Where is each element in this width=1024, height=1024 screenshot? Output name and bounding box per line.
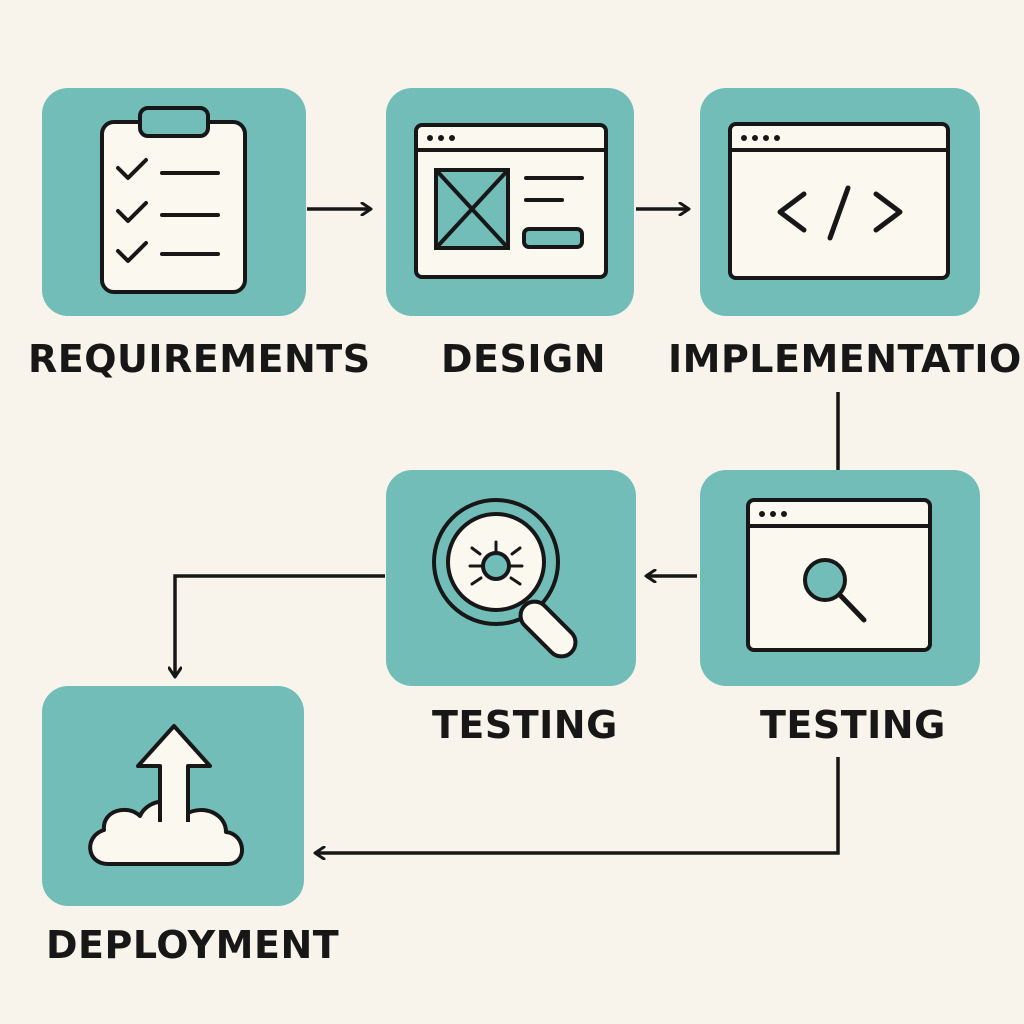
step-card-testing-browser bbox=[700, 470, 980, 686]
browser-search-icon bbox=[746, 498, 932, 652]
step-card-testing-bug bbox=[386, 470, 636, 686]
wireframe-window-icon bbox=[414, 123, 608, 279]
clipboard-checklist-icon bbox=[100, 106, 247, 294]
step-card-requirements bbox=[42, 88, 306, 316]
step-card-design bbox=[386, 88, 634, 316]
step-card-deployment bbox=[42, 686, 304, 906]
step-label-deployment: DEPLOYMENT bbox=[46, 923, 340, 967]
code-window-icon bbox=[728, 122, 950, 280]
arrow-testing-to-deployment bbox=[175, 574, 385, 676]
bug-magnifier-icon bbox=[432, 498, 578, 659]
step-label-testing-right: TESTING bbox=[760, 703, 946, 747]
cloud-upload-icon bbox=[88, 724, 244, 866]
arrow-loop-to-deployment bbox=[316, 757, 840, 853]
step-label-design: DESIGN bbox=[441, 337, 607, 381]
step-label-implementation: IMPLEMENTATION bbox=[668, 337, 1024, 381]
step-card-implementation bbox=[700, 88, 980, 316]
step-label-requirements: REQUIREMENTS bbox=[28, 337, 371, 381]
step-label-testing-left: TESTING bbox=[432, 703, 618, 747]
